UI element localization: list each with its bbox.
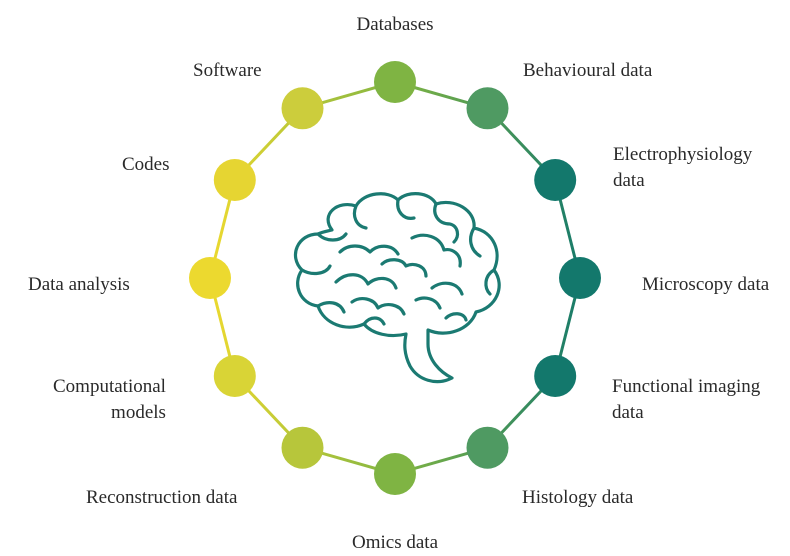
behavioural-data-node bbox=[466, 87, 509, 130]
codes-node bbox=[213, 159, 256, 201]
electrophysiology-data-label-line: data bbox=[613, 170, 645, 191]
computational-models-label-line: models bbox=[111, 402, 166, 423]
databases-node bbox=[374, 61, 416, 103]
databases-label: Databases bbox=[357, 12, 434, 38]
codes-label: Codes bbox=[122, 152, 170, 178]
behavioural-data-label-line: Behavioural data bbox=[523, 60, 653, 81]
software-node bbox=[281, 87, 324, 130]
data-analysis-label-line: Data analysis bbox=[28, 274, 130, 295]
reconstruction-data-label: Reconstruction data bbox=[86, 485, 237, 511]
software-label-line: Software bbox=[193, 60, 262, 81]
microscopy-data-node bbox=[559, 257, 601, 299]
histology-data-node bbox=[466, 426, 509, 469]
data-analysis-label: Data analysis bbox=[28, 272, 130, 298]
functional-imaging-data-label-line: Functional imaging bbox=[612, 376, 761, 397]
connector-polygon bbox=[208, 80, 582, 476]
computational-models-label-line: Computational bbox=[53, 376, 166, 397]
reconstruction-data-label-line: Reconstruction data bbox=[86, 487, 238, 508]
connector-ring bbox=[208, 80, 582, 476]
node-circles bbox=[189, 61, 601, 495]
software-label: Software bbox=[193, 58, 262, 84]
electrophysiology-data-label: Electrophysiology data bbox=[613, 142, 752, 194]
omics-data-label-line: Omics data bbox=[352, 532, 439, 553]
histology-data-label-line: Histology data bbox=[522, 487, 634, 508]
functional-imaging-data-node bbox=[534, 355, 577, 397]
functional-imaging-data-label: Functional imaging data bbox=[612, 374, 760, 426]
omics-data-node bbox=[374, 453, 416, 495]
microscopy-data-label: Microscopy data bbox=[642, 272, 769, 298]
behavioural-data-label: Behavioural data bbox=[523, 58, 652, 84]
histology-data-label: Histology data bbox=[522, 485, 633, 511]
databases-label-line: Databases bbox=[356, 14, 434, 35]
computational-models-label: Computational models bbox=[53, 374, 166, 426]
functional-imaging-data-label-line: data bbox=[612, 402, 644, 423]
codes-label-line: Codes bbox=[122, 154, 170, 175]
microscopy-data-label-line: Microscopy data bbox=[642, 274, 770, 295]
electrophysiology-data-label-line: Electrophysiology bbox=[613, 144, 753, 165]
brain-icon bbox=[294, 192, 501, 384]
omics-data-label: Omics data bbox=[352, 530, 438, 556]
electrophysiology-data-node bbox=[534, 159, 577, 201]
data-analysis-node bbox=[189, 257, 231, 299]
reconstruction-data-node bbox=[281, 426, 324, 469]
computational-models-node bbox=[213, 355, 256, 397]
